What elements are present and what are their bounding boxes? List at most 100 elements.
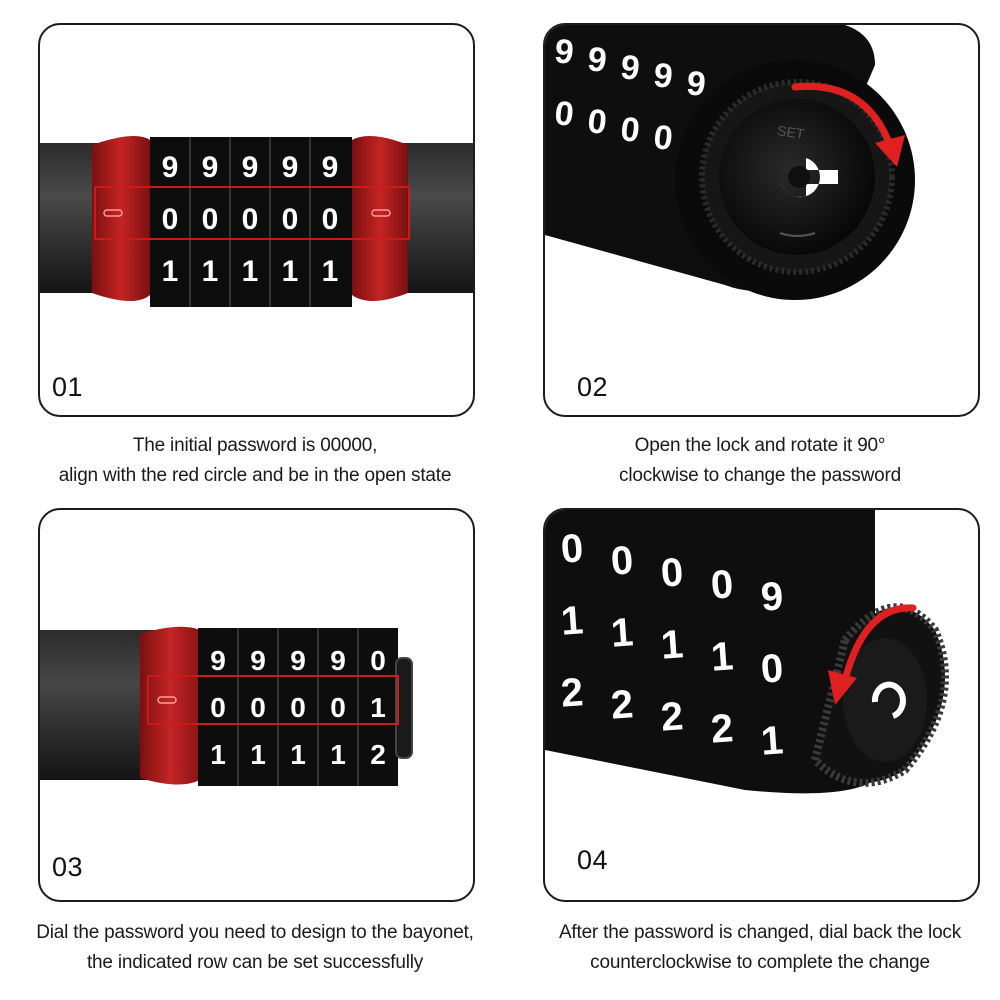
wheel-dividers: [237, 628, 359, 786]
lock-digit: 0: [210, 692, 226, 723]
lock-digit: 0: [242, 203, 259, 236]
cable-right: [400, 143, 473, 293]
lock-digit: 1: [322, 255, 339, 288]
step-number: 01: [52, 372, 84, 402]
lock-digit: 9: [250, 645, 266, 676]
caption-line: Dial the password you need to design to …: [36, 922, 474, 943]
lock-digit: 0: [609, 538, 634, 583]
caption-line: counterclockwise to complete the change: [590, 952, 930, 973]
indicator-mark: [157, 696, 177, 704]
lock-digit: 2: [282, 307, 299, 340]
rotate-counterclockwise-arrow-icon: [841, 604, 917, 684]
lock-digit: 1: [282, 255, 299, 288]
lock-digit: 0: [202, 203, 219, 236]
set-indicator-mark: [779, 232, 816, 237]
lock-digit: 1: [370, 692, 386, 723]
red-sleeve-left: [92, 136, 150, 302]
lock-digit: 2: [242, 307, 259, 340]
end-knob: [395, 657, 413, 759]
rotate-clockwise-arrow-icon: [791, 82, 894, 149]
lock-digit: 2: [210, 786, 226, 817]
lock-digit: 0: [659, 550, 684, 595]
lock-digit: 1: [210, 739, 226, 770]
arrow-head: [828, 670, 857, 705]
lock-digit: 2: [250, 786, 266, 817]
lock-digit: 2: [370, 739, 386, 770]
lock-digit: 9: [242, 151, 259, 184]
red-sleeve-right: [352, 136, 408, 302]
indicator-frame: [147, 675, 399, 725]
lock-digit: 0: [652, 118, 675, 158]
lock-digit: 0: [559, 526, 584, 571]
wheel-stack: [150, 137, 352, 307]
lock-digit: 0: [619, 110, 642, 150]
lock-body: [545, 510, 875, 794]
caption-step-4: After the password is changed, dial back…: [530, 918, 990, 978]
lock-digit: 0: [586, 102, 609, 142]
lock-digit: 2: [322, 307, 339, 340]
lock-digit: 0: [709, 562, 734, 607]
caption-line: clockwise to change the password: [619, 465, 901, 486]
lock-digit: 0: [282, 203, 299, 236]
lock-digit: 0: [553, 94, 576, 134]
lock-digit: 1: [330, 739, 346, 770]
indicator-frame: [94, 186, 410, 240]
lock-digit: 2: [202, 307, 219, 340]
lock-digit: 9: [652, 56, 675, 96]
lock-digit: 0: [322, 203, 339, 236]
caption-line: the indicated row can be set successfull…: [86, 952, 424, 973]
wheel-dividers: [189, 137, 311, 307]
indicator-mark-left: [103, 209, 123, 217]
arrow-head: [875, 135, 905, 167]
key-slot: [779, 158, 838, 198]
lock-digit: 0: [250, 692, 266, 723]
lock-digit: 9: [202, 151, 219, 184]
lock-digit: 9: [322, 151, 339, 184]
lock-digit: 1: [609, 610, 634, 655]
lock-digit: 1: [659, 622, 684, 667]
lock-digit: 0: [162, 203, 179, 236]
lock-digit: 1: [759, 718, 784, 763]
caption-step-3: Dial the password you need to design to …: [10, 918, 500, 978]
caption-line: After the password is changed, dial back…: [558, 922, 962, 943]
lock-digit: 9: [685, 64, 708, 104]
lock-digit: 2: [609, 682, 634, 727]
lock-digit: 2: [330, 786, 346, 817]
lock-digit: 0: [759, 646, 784, 691]
lock-digit: 1: [709, 634, 734, 679]
lock-digit: 0: [330, 692, 346, 723]
lock-digit: 1: [162, 255, 179, 288]
key-slot-center: [788, 166, 810, 188]
lock-digit: 9: [282, 151, 299, 184]
red-sleeve: [140, 626, 200, 785]
lock-digit: 1: [559, 598, 584, 643]
caption-line: Open the lock and rotate it 90°: [634, 435, 886, 456]
lock-digit: 2: [162, 307, 179, 340]
indicator-mark-right: [371, 209, 391, 217]
caption-step-2: Open the lock and rotate it 90° clockwis…: [530, 431, 990, 491]
lock-digit: 9: [553, 32, 576, 72]
lock-digit: 9: [162, 151, 179, 184]
set-label: SET: [776, 122, 806, 142]
lock-digit: 2: [659, 694, 684, 739]
end-gear-face: [843, 638, 927, 762]
caption-line: align with the red circle and be in the …: [58, 465, 452, 486]
lock-digit: 1: [250, 739, 266, 770]
key-slot: [871, 681, 906, 719]
lock-digit: 3: [370, 786, 386, 817]
lock-digit: 9: [210, 645, 226, 676]
lock-digit: 9: [759, 574, 784, 619]
step-number: 02: [577, 372, 609, 402]
lock-digit: 9: [290, 645, 306, 676]
lock-digit: 9: [330, 645, 346, 676]
wheel-stack: [198, 628, 398, 786]
caption-step-1: The initial password is 00000, align wit…: [30, 431, 480, 491]
